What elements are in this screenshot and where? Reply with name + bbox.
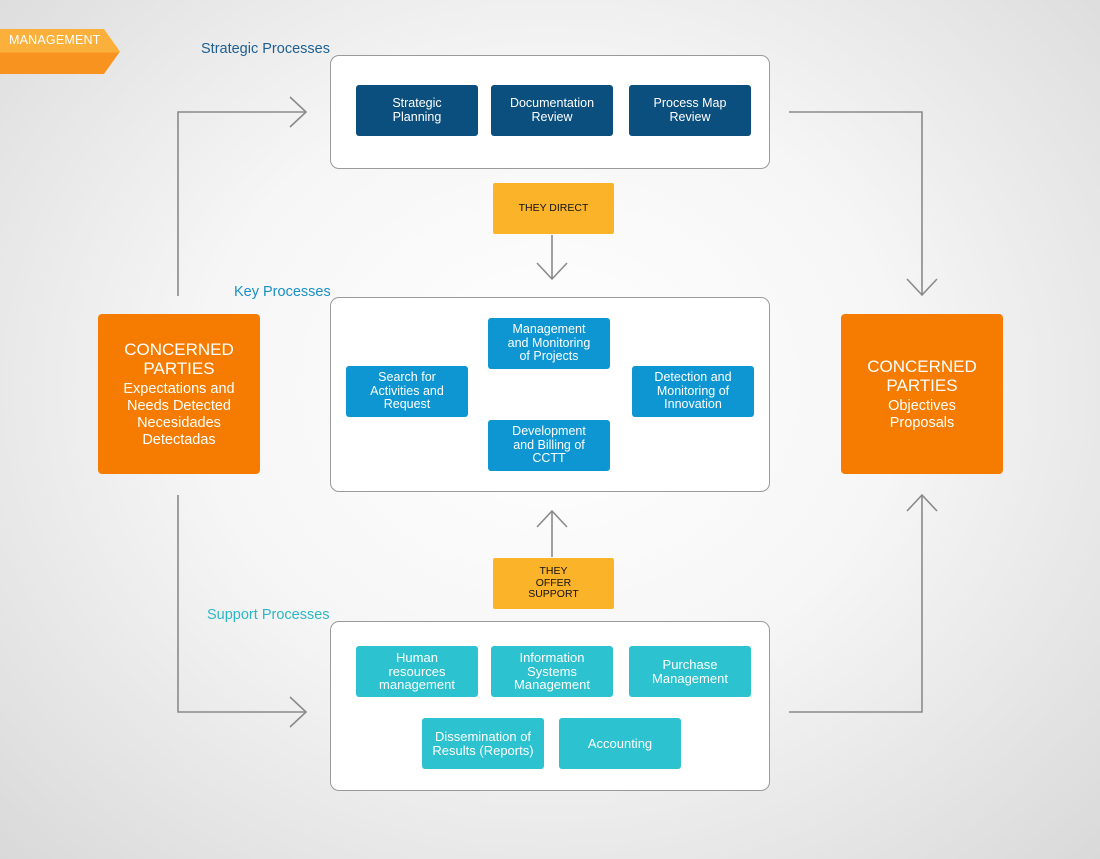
concerned-parties-right: CONCERNED PARTIES Objectives Proposals [841, 314, 1003, 474]
arrow-support-to-right-head [906, 493, 938, 512]
arrow-left-to-strategic-head [289, 96, 308, 128]
detection-monitoring-innovation-label: Detection and Monitoring of Innovation [654, 370, 732, 412]
concerned-parties-right-title: CONCERNED PARTIES [867, 356, 977, 395]
accounting-label: Accounting [587, 735, 653, 751]
information-systems-box: Information Systems Management [491, 646, 613, 697]
arrow-support-to-right [789, 495, 923, 713]
search-activities-request-box: Search for Activities and Request [346, 366, 468, 417]
arrow-strategic-to-right [789, 111, 923, 295]
they-offer-support-connector: THEY OFFER SUPPORT [493, 558, 614, 609]
detection-monitoring-innovation-box: Detection and Monitoring of Innovation [632, 366, 754, 417]
arrow-strategic-to-right-head [906, 278, 938, 297]
documentation-review-label: Documentation Review [509, 96, 595, 124]
concerned-parties-left-title: CONCERNED PARTIES [124, 339, 234, 378]
dissemination-results-label: Dissemination of Results (Reports) [432, 729, 534, 758]
management-monitoring-projects-label: Management and Monitoring of Projects [507, 322, 591, 364]
development-billing-cctt-box: Development and Billing of CCTT [488, 420, 610, 471]
documentation-review-box: Documentation Review [491, 85, 613, 136]
purchase-management-box: Purchase Management [629, 646, 751, 697]
arrow-direct-down-head [536, 262, 568, 281]
dissemination-results-box: Dissemination of Results (Reports) [422, 718, 544, 769]
they-direct-label: THEY DIRECT [518, 201, 589, 214]
they-offer-support-label: THEY OFFER SUPPORT [528, 565, 579, 601]
human-resources-box: Human resources management [356, 646, 478, 697]
arrow-left-to-support [177, 495, 306, 713]
process-map-review-box: Process Map Review [629, 85, 751, 136]
strategic-processes-label: Strategic Processes [201, 41, 330, 57]
accounting-box: Accounting [559, 718, 681, 769]
concerned-parties-right-desc: Objectives Proposals [888, 397, 956, 431]
arrow-left-to-support-head [289, 696, 308, 728]
concerned-parties-left: CONCERNED PARTIES Expectations and Needs… [98, 314, 260, 474]
human-resources-label: Human resources management [379, 650, 455, 693]
management-banner-label: MANAGEMENT [9, 33, 101, 47]
arrow-support-up-head [536, 509, 568, 528]
key-processes-label: Key Processes [234, 284, 331, 300]
purchase-management-label: Purchase Management [652, 657, 728, 686]
process-map-review-label: Process Map Review [653, 96, 727, 124]
they-direct-connector: THEY DIRECT [493, 183, 614, 234]
search-activities-request-label: Search for Activities and Request [370, 370, 444, 412]
management-monitoring-projects-box: Management and Monitoring of Projects [488, 318, 610, 369]
concerned-parties-left-desc: Expectations and Needs Detected Necesida… [123, 380, 235, 448]
strategic-planning-label: Strategic Planning [392, 96, 442, 124]
strategic-planning-box: Strategic Planning [356, 85, 478, 136]
support-processes-label: Support Processes [207, 607, 330, 623]
information-systems-label: Information Systems Management [514, 650, 590, 693]
arrow-left-to-strategic [177, 111, 306, 296]
management-banner: MANAGEMENT [0, 29, 120, 74]
development-billing-cctt-label: Development and Billing of CCTT [512, 424, 586, 466]
